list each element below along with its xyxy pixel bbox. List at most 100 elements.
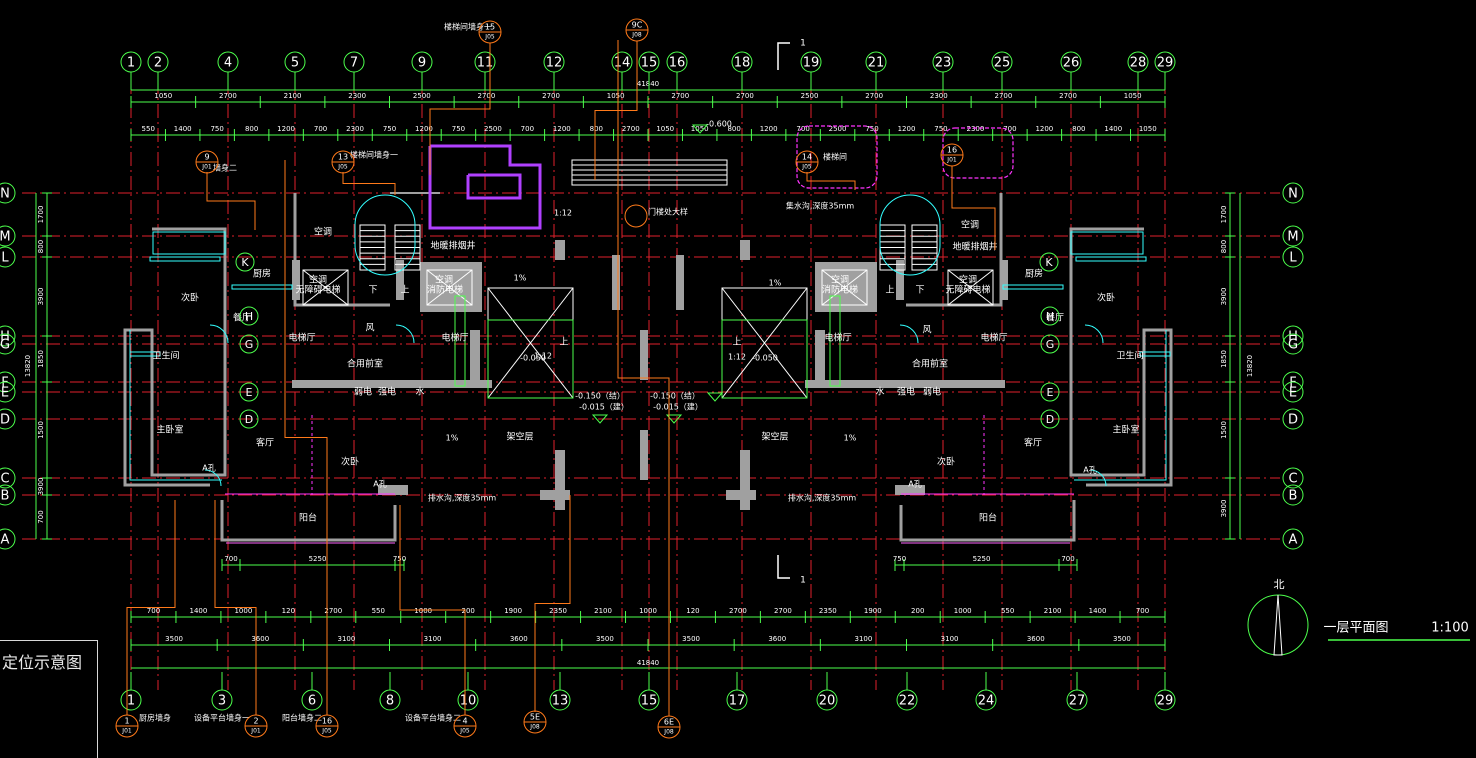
room-label: 上 — [559, 337, 568, 348]
annotation-note: 1:12 — [728, 353, 746, 362]
dimension-text-top2: 1200 — [760, 125, 778, 133]
grid-label-left: B — [1, 489, 10, 504]
room-label: 合用前室 — [912, 358, 948, 370]
dimension-text-right: 1850 — [1220, 350, 1228, 368]
room-label: 上 — [400, 285, 409, 296]
door-swing — [1084, 324, 1104, 344]
grid-bubble-top — [611, 51, 633, 73]
dimension-text-top: 2700 — [865, 92, 883, 100]
dimension-text-top: 2100 — [284, 92, 302, 100]
door-swing — [899, 324, 919, 344]
detail-callout-number: 2 — [253, 717, 258, 726]
dimension-text-top2: 2700 — [622, 125, 640, 133]
grid-label-left: C — [0, 472, 9, 487]
detail-callout-number: 9C — [632, 21, 643, 30]
wall-segment — [292, 380, 492, 388]
grid-bubble-right — [1282, 381, 1304, 403]
dimension-text-left: 1500 — [37, 421, 45, 439]
dimension-text-balcony: 750 — [893, 555, 906, 563]
wall-outline — [293, 193, 390, 307]
wall-segment — [555, 450, 565, 510]
grid-bubble-inner — [239, 382, 259, 402]
grid-bubble-bottom — [896, 689, 918, 711]
dimension-text-top2: 2300 — [346, 125, 364, 133]
wall-outline — [899, 500, 1076, 542]
dimension-text-right: 3900 — [1220, 288, 1228, 306]
drawing-scale: 1:100 — [1431, 621, 1468, 636]
dimension-text-bottom2: 3600 — [251, 635, 269, 643]
north-arrow-needle — [1273, 594, 1283, 656]
room-label: 餐厅 — [1046, 312, 1064, 324]
room-label: 消防电梯 — [427, 284, 463, 296]
entry-steps — [571, 159, 728, 186]
grid-bubble-bottom — [726, 689, 748, 711]
annotation-note: A孔 — [1083, 466, 1096, 475]
dimension-text-left: 3900 — [37, 478, 45, 496]
grid-label-left: M — [0, 230, 11, 245]
grid-label-bottom: 27 — [1069, 694, 1086, 709]
grid-label-left: E — [1, 386, 9, 401]
detail-callout-ref: J08 — [663, 729, 674, 736]
dimension-text-bottom: 2700 — [324, 607, 342, 615]
annotation-note: 设备平台墙身二 — [405, 713, 461, 723]
dimension-text-right-total: 13820 — [1246, 355, 1254, 377]
grid-label-bottom: 8 — [386, 694, 394, 709]
room-label: 消防电梯 — [822, 284, 858, 296]
dimension-text-left-total: 13820 — [24, 355, 32, 377]
dimension-text-top2: 1200 — [277, 125, 295, 133]
dimension-text-bottom: 700 — [1136, 607, 1149, 615]
dimension-text-bottom2: 3600 — [768, 635, 786, 643]
detail-callout-ref: J01 — [201, 164, 212, 171]
grid-bubble-bottom — [301, 689, 323, 711]
dimension-text-bottom2: 3100 — [424, 635, 442, 643]
grid-bubble-bottom — [816, 689, 838, 711]
wall-outline — [466, 173, 522, 200]
callout-leader — [534, 495, 571, 712]
grid-bubble-top — [474, 51, 496, 73]
section-mark-bottom — [777, 555, 790, 579]
room-label: 空调 — [314, 226, 332, 238]
grid-bubble-left — [0, 484, 16, 506]
callout-leader — [617, 40, 670, 716]
door-swing — [204, 469, 222, 487]
grid-bubble-inner — [1040, 334, 1060, 354]
room-boundary — [454, 295, 466, 387]
grid-label-bottom: 24 — [978, 694, 995, 709]
room-label: 下 — [915, 286, 924, 296]
dimension-text-top2: 2300 — [967, 125, 985, 133]
grid-bubble-left — [0, 246, 16, 268]
dimension-text-top2: 750 — [452, 125, 465, 133]
grid-label-inner: H — [245, 310, 253, 323]
grid-label-top: 29 — [1157, 56, 1174, 71]
detail-callout-ref: J05 — [801, 164, 812, 171]
room-label: 风 — [922, 325, 931, 336]
callout-leader — [206, 172, 256, 230]
room-label: 餐厅 — [233, 312, 251, 324]
wall-segment — [895, 485, 925, 495]
dimension-text-top: 2700 — [1059, 92, 1077, 100]
grid-label-top: 25 — [994, 56, 1011, 71]
dimension-text-top2: 2500 — [829, 125, 847, 133]
room-label: 架空层 — [506, 431, 533, 443]
grid-label-inner: K — [241, 256, 249, 269]
grid-label-right: E — [1289, 386, 1297, 401]
room-label: 次卧 — [1097, 292, 1115, 304]
dimension-text-top: 2700 — [478, 92, 496, 100]
annotation-note: A孔 — [908, 480, 921, 489]
room-label: 强电 — [897, 386, 915, 398]
key-plan-label: 定位示意图 — [2, 653, 83, 672]
dimension-text-top: 2300 — [930, 92, 948, 100]
dimension-text-bottom: 2700 — [774, 607, 792, 615]
grid-label-top: 1 — [127, 56, 135, 71]
grid-label-bottom: 3 — [218, 694, 226, 709]
grid-label-bottom: 1 — [127, 694, 135, 709]
grid-label-inner: G — [245, 338, 254, 351]
grid-bubble-bottom — [1066, 689, 1088, 711]
dimension-text-bottom: 2100 — [594, 607, 612, 615]
dimension-text-right: 1500 — [1220, 421, 1228, 439]
dimension-text-top2: 1200 — [1035, 125, 1053, 133]
grid-label-top: 5 — [291, 56, 299, 71]
door-swing — [395, 324, 415, 344]
grid-bubble-right — [1282, 528, 1304, 550]
annotation-note: A孔 — [202, 464, 215, 473]
